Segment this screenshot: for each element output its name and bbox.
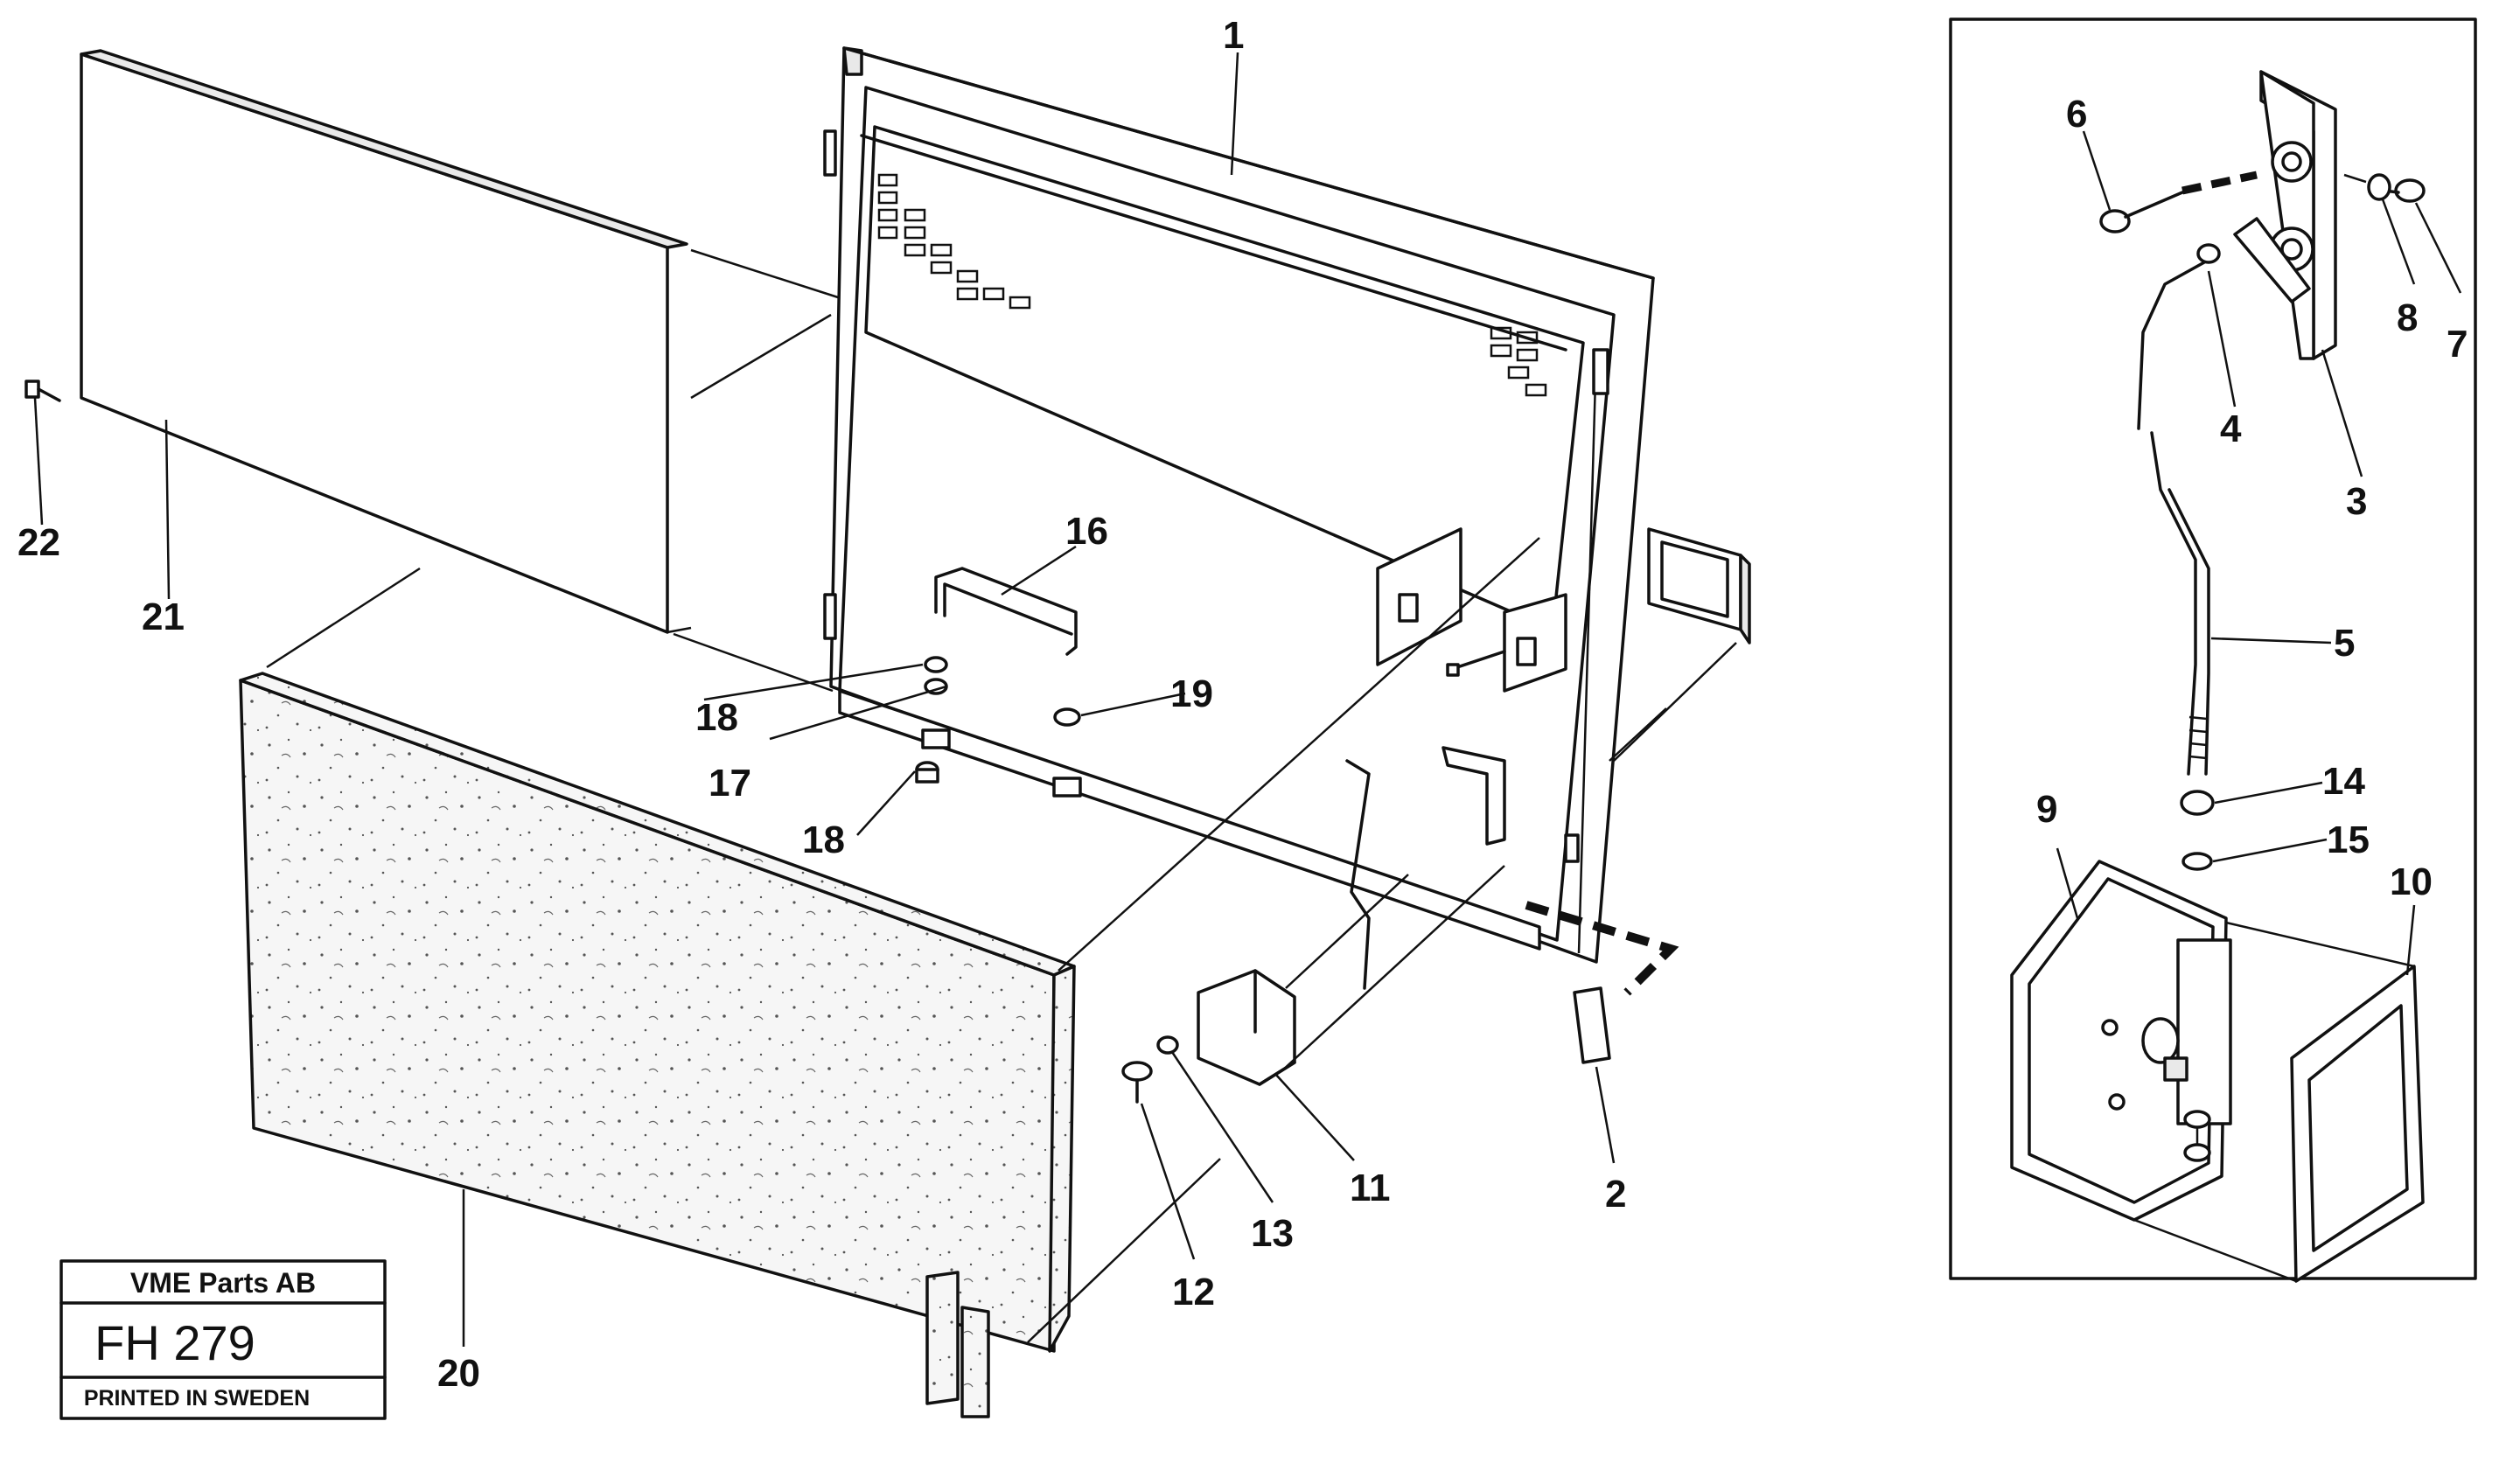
washers-and-nuts-17-18-19 bbox=[915, 656, 1082, 798]
lock-bracket-part-11 bbox=[1197, 865, 1505, 1086]
callout-19: 19 bbox=[1170, 672, 1213, 715]
bracket-u-shape bbox=[1441, 746, 1506, 846]
callout-2: 2 bbox=[1605, 1173, 1626, 1216]
title-block-code: FH 279 bbox=[94, 1315, 255, 1370]
callout-9: 9 bbox=[2036, 788, 2057, 831]
handle-part-16 bbox=[934, 567, 1078, 656]
title-block: VME Parts AB FH 279 PRINTED IN SWEDEN bbox=[59, 1259, 387, 1420]
grille-vents bbox=[877, 173, 1547, 397]
callout-20: 20 bbox=[437, 1352, 480, 1395]
insulation-block-part-20 bbox=[239, 672, 1076, 1418]
washer-part-13 bbox=[1156, 1035, 1179, 1055]
callout-18a: 18 bbox=[695, 696, 738, 739]
lock-housing-on-frame bbox=[1647, 527, 1751, 644]
panel-part-21 bbox=[80, 49, 692, 634]
callout-labels: 1 2 3 4 5 6 7 8 9 10 11 12 13 14 15 16 1… bbox=[17, 14, 2468, 1395]
callout-22: 22 bbox=[17, 521, 60, 564]
front-frame-part-1 bbox=[823, 46, 1655, 964]
callout-16: 16 bbox=[1065, 510, 1108, 553]
callout-4: 4 bbox=[2220, 408, 2242, 450]
callout-11: 11 bbox=[1350, 1167, 1391, 1209]
callout-10: 10 bbox=[2390, 860, 2433, 903]
striker-part-2 bbox=[1525, 901, 1679, 1064]
callout-5: 5 bbox=[2334, 622, 2355, 665]
detail-inset-box bbox=[1949, 17, 2477, 1283]
callout-8: 8 bbox=[2397, 296, 2418, 339]
callout-12: 12 bbox=[1172, 1271, 1215, 1313]
assembly-lines-block bbox=[1027, 537, 1737, 1343]
bolt-part-12 bbox=[1121, 1061, 1153, 1104]
callout-1: 1 bbox=[1223, 14, 1244, 57]
hinge-brackets bbox=[1376, 527, 1567, 693]
assembly-lines-panel bbox=[266, 248, 839, 693]
leader-lines bbox=[33, 52, 2462, 1347]
callout-18b: 18 bbox=[802, 819, 845, 861]
callout-6: 6 bbox=[2066, 93, 2087, 136]
callout-17: 17 bbox=[709, 762, 751, 805]
title-block-footer: PRINTED IN SWEDEN bbox=[84, 1386, 310, 1411]
screw-part-22 bbox=[24, 380, 61, 402]
spring-rod bbox=[1345, 759, 1371, 990]
callout-13: 13 bbox=[1251, 1212, 1294, 1255]
title-block-company: VME Parts AB bbox=[130, 1267, 316, 1299]
callout-14: 14 bbox=[2322, 760, 2365, 803]
callout-21: 21 bbox=[142, 596, 185, 638]
callout-15: 15 bbox=[2327, 819, 2370, 861]
callout-3: 3 bbox=[2346, 480, 2367, 523]
callout-7: 7 bbox=[2447, 323, 2468, 366]
